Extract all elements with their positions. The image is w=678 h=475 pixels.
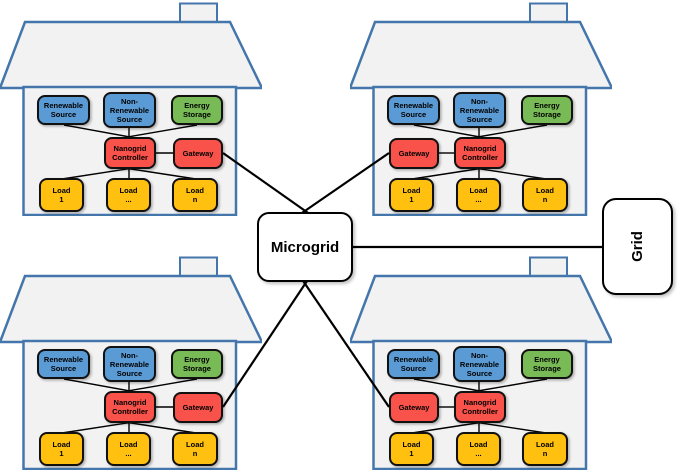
roof — [0, 274, 262, 344]
energy-storage-node: Energy Storage — [521, 95, 573, 125]
nanogrid-controller-node: Nanogrid Controller — [104, 137, 156, 169]
load-1-node: Load 1 — [389, 432, 434, 466]
gateway-node: Gateway — [173, 138, 223, 169]
nanogrid-controller-node: Nanogrid Controller — [454, 391, 506, 423]
microgrid-node: Microgrid — [257, 212, 353, 282]
renewable-source-node: Renewable Source — [387, 349, 440, 379]
non-renewable-source-node: Non- Renewable Source — [103, 346, 156, 382]
load-1-node: Load 1 — [39, 178, 84, 212]
internal-connector-lines — [411, 124, 548, 180]
line-controller-to-loadn — [467, 420, 547, 434]
energy-storage-node: Energy Storage — [171, 95, 223, 125]
line-controller-to-loadn — [117, 166, 197, 180]
renewable-source-node: Renewable Source — [387, 95, 440, 125]
load-dots-node: Load ... — [106, 432, 151, 466]
grid-node: Grid — [602, 198, 673, 295]
load-n-node: Load n — [172, 178, 218, 212]
load-n-node: Load n — [522, 432, 568, 466]
non-renewable-source-node: Non- Renewable Source — [453, 92, 506, 128]
internal-connector-lines — [61, 378, 198, 434]
energy-storage-node: Energy Storage — [521, 349, 573, 379]
gateway-node: Gateway — [389, 392, 439, 423]
renewable-source-node: Renewable Source — [37, 349, 90, 379]
connector-top-right-gateway-to-microgrid — [298, 152, 390, 216]
energy-storage-node: Energy Storage — [171, 349, 223, 379]
non-renewable-source-node: Non- Renewable Source — [103, 92, 156, 128]
microgrid-label: Microgrid — [270, 238, 340, 256]
roof — [350, 274, 612, 344]
gateway-node: Gateway — [389, 138, 439, 169]
connector-top-left-gateway-to-microgrid — [222, 152, 312, 216]
house-top-right: Renewable Source Non- Renewable Source E… — [350, 2, 612, 216]
nanogrid-controller-node: Nanogrid Controller — [104, 391, 156, 423]
load-n-node: Load n — [172, 432, 218, 466]
grid-label: Grid — [629, 231, 646, 262]
connector-bottom-left-gateway-to-microgrid — [222, 271, 314, 408]
load-dots-node: Load ... — [106, 178, 151, 212]
non-renewable-source-node: Non- Renewable Source — [453, 346, 506, 382]
line-controller-to-loadn — [117, 420, 197, 434]
house-top-left: Renewable Source Non- Renewable Source E… — [0, 2, 262, 216]
house-bottom-right: Renewable Source Non- Renewable Source E… — [350, 256, 612, 470]
roof — [350, 20, 612, 90]
load-n-node: Load n — [522, 178, 568, 212]
internal-connector-lines — [411, 378, 548, 434]
nanogrid-controller-node: Nanogrid Controller — [454, 137, 506, 169]
house-bottom-left: Renewable Source Non- Renewable Source E… — [0, 256, 262, 470]
renewable-source-node: Renewable Source — [37, 95, 90, 125]
roof — [0, 20, 262, 90]
line-controller-to-loadn — [467, 166, 547, 180]
connector-bottom-right-gateway-to-microgrid — [296, 271, 390, 408]
load-1-node: Load 1 — [39, 432, 84, 466]
load-1-node: Load 1 — [389, 178, 434, 212]
gateway-node: Gateway — [173, 392, 223, 423]
load-dots-node: Load ... — [456, 432, 501, 466]
load-dots-node: Load ... — [456, 178, 501, 212]
